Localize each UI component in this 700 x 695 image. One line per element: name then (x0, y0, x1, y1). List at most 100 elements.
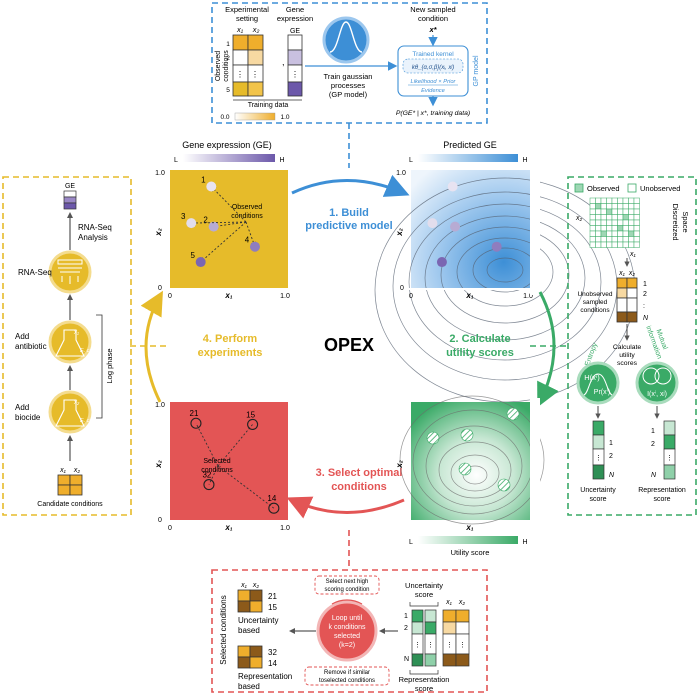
grid-cell-unobserved (606, 230, 613, 237)
grid-cell-unobserved (589, 230, 596, 237)
grid-cell-unobserved (606, 219, 613, 226)
discretized-space-grid (589, 197, 640, 248)
unobs-row-2: 2 (643, 291, 647, 298)
observed-conditions-label: Observed (215, 51, 222, 81)
observed-conditions-label-2: conditions (223, 50, 230, 82)
unobs-row-n: N (643, 315, 649, 322)
svg-text:⋮: ⋮ (446, 642, 453, 649)
grid-cell-unobserved (589, 219, 596, 226)
bottom-panel-selection: Selected conditions x₁ x₂ 21 15 Uncertai… (211, 569, 488, 693)
unc-row-1: 1 (609, 440, 613, 447)
util-observed-point (458, 462, 472, 476)
bot-representation-2: score (415, 684, 433, 693)
grid-cell-unobserved (622, 219, 629, 226)
sel-tick-0: 0 (168, 525, 172, 532)
gene-expression-label: Gene (286, 5, 304, 14)
bot-rep-column: ⋮ (424, 609, 437, 667)
pred-point (447, 181, 458, 192)
unobs-x1: x₁ (618, 270, 626, 277)
ge-point-label: 5 (190, 251, 195, 260)
candidate-conditions-label: Candidate conditions (37, 501, 103, 508)
scale-min: 0.0 (220, 114, 229, 121)
right-panel-utility: Observed Unobserved x₂ x₁ Discretized Sp… (567, 176, 697, 516)
step3-label-2: conditions (331, 481, 387, 493)
bot-unc-column: ⋮ (411, 609, 424, 667)
sel-plot-area (170, 402, 288, 520)
grid-cell-unobserved (617, 230, 624, 237)
mutual-info-icon (635, 361, 679, 405)
top-panel: Experimental setting Gene expression x₁ … (211, 2, 488, 124)
svg-text:⋮: ⋮ (251, 70, 259, 79)
log-phase-label: Log phase (105, 348, 114, 383)
grid-cell-unobserved (633, 225, 640, 232)
evidence-label: Evidence (421, 88, 446, 94)
grid-cell-unobserved (628, 236, 635, 243)
arrow-utility-scores (537, 291, 559, 408)
train-gp-label-1: Train gaussian (324, 72, 373, 81)
ge-ylabel: x₂ (154, 228, 163, 237)
grid-cell-unobserved (617, 214, 624, 221)
svg-text:⋮: ⋮ (595, 455, 602, 462)
ge-point (249, 241, 260, 252)
grid-cell-unobserved (617, 236, 624, 243)
grid-cell-unobserved (633, 230, 640, 237)
pred-tick-0: 0 (409, 293, 413, 300)
svg-text:⋮: ⋮ (236, 70, 244, 79)
unc-selected-15: 15 (268, 603, 277, 612)
opex-title: OPEX (324, 335, 374, 355)
train-gp-label-3: (GP model) (329, 90, 368, 99)
select-next-2: scoring condition (324, 587, 369, 593)
representation-label-2: score (653, 496, 670, 503)
hx-label: H(xⁱ) (584, 373, 600, 382)
uncertainty-based-2: based (238, 626, 260, 635)
bot-uncertainty-1: Uncertainty (405, 581, 443, 590)
pred-ylabel: x₂ (395, 228, 404, 237)
grid-cell-unobserved (622, 225, 629, 232)
grid-cell-unobserved (606, 241, 613, 248)
comma: , (282, 57, 285, 67)
svg-text:⋮: ⋮ (666, 455, 673, 462)
grid-cell-unobserved (622, 203, 629, 210)
antibiotic-icon (48, 320, 92, 364)
sel-point (247, 418, 259, 430)
ge-scale-l: L (174, 157, 178, 164)
ge-point-arrow (190, 220, 247, 226)
representation-label-1: Representation (638, 487, 686, 494)
training-table: ⋮ ⋮ (232, 34, 264, 97)
rep-row-2: 2 (651, 441, 655, 448)
left-ge-label: GE (65, 183, 75, 190)
legend-observed: Observed (587, 184, 620, 193)
grid-cell-observed (617, 225, 624, 232)
cand-x1: x₁ (59, 467, 67, 474)
grid-cell-unobserved (611, 236, 618, 243)
sel-point-line (217, 424, 253, 467)
pred-ytick-0: 0 (400, 285, 404, 292)
svg-text:⋮: ⋮ (427, 642, 434, 649)
sel-point-label: 32 (202, 471, 211, 480)
trained-kernel-label: Trained kernel (412, 51, 454, 58)
grid-x2: x₂ (575, 215, 583, 222)
pred-scale-l: L (409, 157, 413, 164)
rep-row-n: N (651, 472, 657, 479)
uncertainty-column: ⋮ (592, 420, 605, 480)
bot-tab-x1: x₁ (445, 599, 453, 606)
x1-header: x₁ (236, 25, 244, 34)
util-contours (399, 395, 545, 525)
svg-text:⋮: ⋮ (459, 642, 466, 649)
unobs-row-dots: : (643, 303, 645, 310)
sel-point (203, 479, 215, 491)
grid-cell-unobserved (589, 241, 596, 248)
ge-point-label: 3 (181, 212, 186, 221)
ge-scale-h: H (279, 157, 284, 164)
ge-point-arrow (212, 221, 247, 229)
sel-ytick-0: 0 (158, 517, 162, 524)
grid-cell-unobserved (617, 203, 624, 210)
remove-similar-1: Remove if similar (324, 670, 370, 676)
bot-uncertainty-2: score (415, 590, 433, 599)
grid-cell-unobserved (600, 236, 607, 243)
biocide-x2: x₂ (73, 400, 80, 406)
grid-cell-unobserved (617, 241, 624, 248)
x2-header: x₂ (252, 25, 260, 34)
